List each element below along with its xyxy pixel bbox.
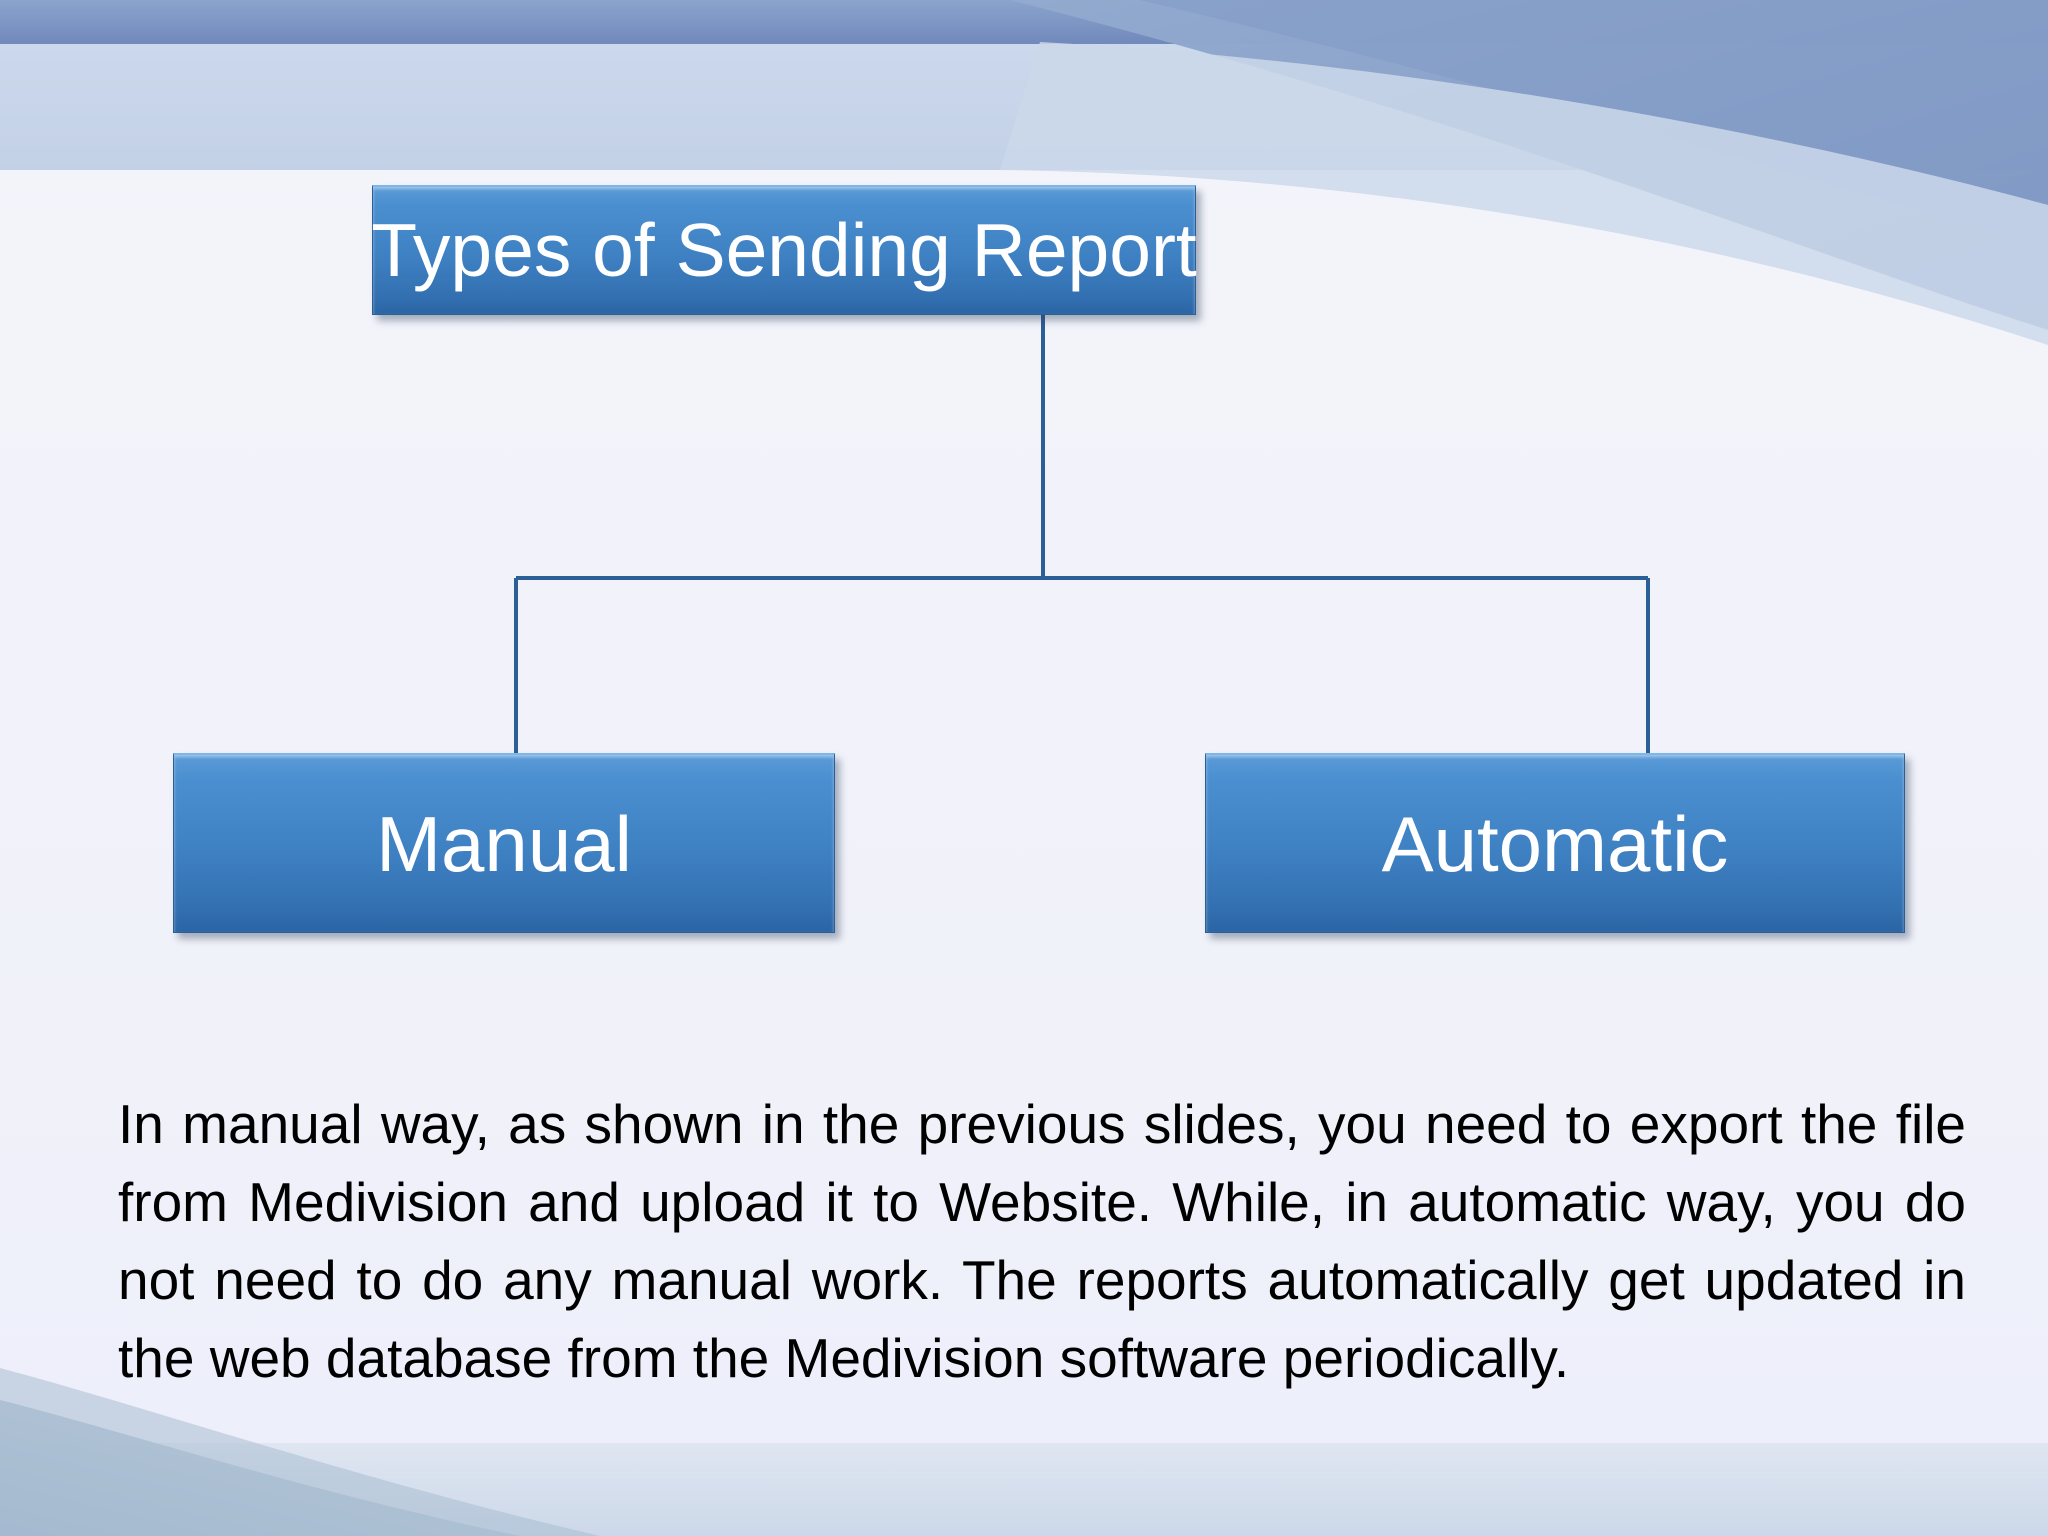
diagram-node-automatic[interactable]: Automatic bbox=[1205, 753, 1905, 933]
diagram-node-manual-label: Manual bbox=[376, 799, 632, 888]
diagram-node-automatic-label: Automatic bbox=[1381, 799, 1729, 888]
diagram-node-root[interactable]: Types of Sending Report bbox=[371, 185, 1197, 315]
diagram-node-manual[interactable]: Manual bbox=[173, 753, 835, 933]
diagram-node-root-label: Types of Sending Report bbox=[371, 208, 1197, 292]
body-paragraph: In manual way, as shown in the previous … bbox=[118, 1093, 1966, 1390]
